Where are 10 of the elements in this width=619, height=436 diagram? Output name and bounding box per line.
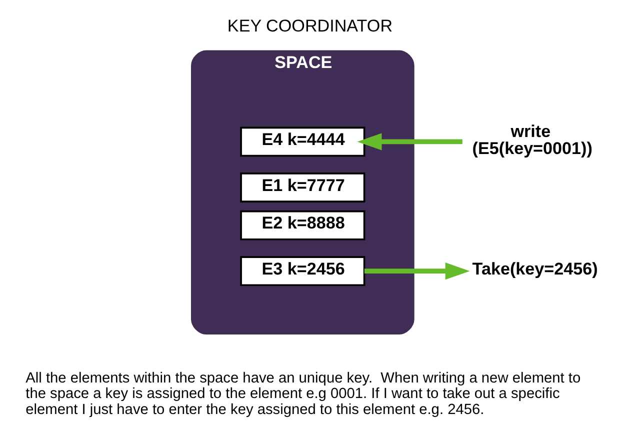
node-box: E3 k=2456 xyxy=(240,256,365,286)
diagram-title: KEY COORDINATOR xyxy=(226,16,392,36)
arrow xyxy=(356,133,462,150)
caption: All the elements within the space have an unique key. When writing a new element to the space a key is assigned to the element e.g 0001. If I want to take out a specific element I just have to enter the key assigned to this element e.g. 2456. xyxy=(25,370,580,418)
node-text: Take(key=2456) xyxy=(472,259,598,278)
node-box: E1 k=7777 xyxy=(240,172,365,202)
node-text: write (E5(key=0001)) xyxy=(472,122,592,158)
node-box: E2 k=8888 xyxy=(240,210,365,240)
arrow xyxy=(364,262,470,280)
node-box: E4 k=4444 xyxy=(240,126,365,157)
